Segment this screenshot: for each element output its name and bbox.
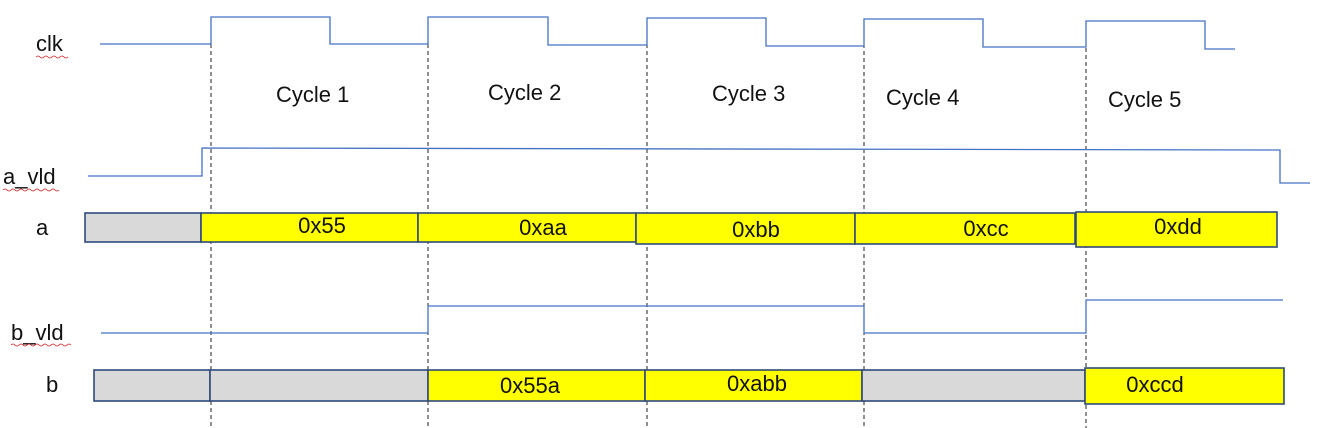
clk-waveform: [100, 16, 1235, 50]
bus-b-segment-2: [427, 369, 646, 402]
bus-a-segment-3: [635, 212, 856, 245]
spellcheck-underline-a-vld: [2, 188, 60, 192]
bus-b: 0x55a 0xabb 0xccd: [93, 367, 1285, 405]
cycle-label-3: Cycle 3: [712, 81, 785, 106]
b-vld-waveform: [101, 299, 1283, 334]
bus-a: 0x55 0xaa 0xbb 0xcc 0xdd: [84, 211, 1278, 248]
bus-b-segment-0: [93, 369, 211, 402]
signal-label-a-vld: a_vld: [3, 164, 56, 189]
bus-b-value-5: 0xccd: [1126, 372, 1183, 397]
bus-b-segment-5: [1084, 367, 1285, 405]
bus-a-value-5: 0xdd: [1154, 214, 1202, 239]
spellcheck-underline-clk: [35, 55, 69, 59]
bus-a-value-3: 0xbb: [732, 217, 780, 242]
bus-a-value-4: 0xcc: [963, 216, 1008, 241]
bus-b-value-3: 0xabb: [727, 371, 787, 396]
spellcheck-underline-b-vld: [10, 343, 72, 347]
bus-a-segment-4: [854, 212, 1076, 245]
bus-b-segment-4: [861, 369, 1086, 402]
bus-a-value-2: 0xaa: [519, 215, 567, 240]
bus-a-segment-5: [1075, 211, 1278, 248]
bus-b-value-2: 0x55a: [500, 373, 561, 398]
bus-a-segment-1: [200, 212, 419, 243]
signal-label-b: b: [46, 372, 58, 397]
bus-b-segment-3: [644, 369, 863, 402]
bus-a-value-1: 0x55: [298, 213, 346, 238]
cycle-label-4: Cycle 4: [886, 85, 959, 110]
signal-label-clk: clk: [36, 31, 64, 56]
cycle-label-5: Cycle 5: [1108, 87, 1181, 112]
a-vld-waveform: [88, 147, 1310, 184]
bus-b-segment-1: [209, 369, 429, 402]
signal-label-a: a: [36, 215, 49, 240]
signal-label-b-vld: b_vld: [11, 320, 64, 345]
cycle-label-2: Cycle 2: [488, 80, 561, 105]
bus-a-segment-0: [84, 212, 202, 243]
cycle-label-1: Cycle 1: [276, 82, 349, 107]
